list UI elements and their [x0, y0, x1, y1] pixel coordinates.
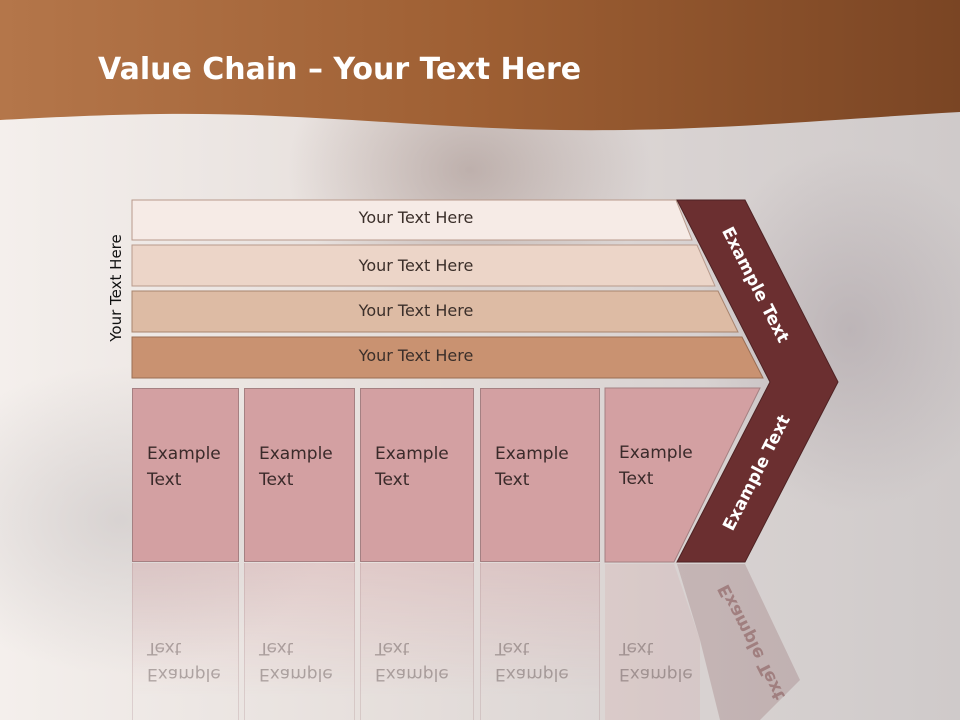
card-3-line2: Text [375, 470, 410, 490]
band-4 [131, 336, 764, 379]
card-1-ref-line2: Text [147, 638, 182, 658]
card-3-reflection-text: Example Text [375, 635, 449, 687]
card-2-ref-line2: Text [259, 638, 294, 658]
title-bold: Value Chain [98, 52, 298, 87]
chevron-reflection [677, 564, 800, 720]
band-2-label: Your Text Here [358, 256, 474, 275]
card-4-reflection: Example Text [480, 563, 600, 720]
card-2-ref-line1: Example [259, 664, 333, 684]
card-3-ref-line2: Text [375, 638, 410, 658]
card-5-reflection [605, 564, 700, 720]
page-title: Value Chain – Your Text Here [98, 52, 581, 87]
band-4-label: Your Text Here [358, 346, 474, 365]
card-5-line1: Example [619, 443, 693, 463]
card-2-line1: Example [259, 444, 333, 464]
card-5-ref-line1: Example [619, 664, 693, 684]
card-2-reflection: Example Text [244, 563, 355, 720]
card-1-reflection: Example Text [132, 563, 239, 720]
card-1-ref-line1: Example [147, 664, 221, 684]
title-rest: – Your Text Here [297, 52, 582, 87]
card-4-line2: Text [495, 470, 530, 490]
card-5-shape [604, 387, 761, 563]
card-5-reflection-text-box: Example Text [605, 563, 705, 720]
card-3-ref-line1: Example [375, 664, 449, 684]
card-3-line1: Example [375, 444, 449, 464]
card-5-reflection-text: Example Text [619, 635, 693, 687]
card-1-line2: Text [147, 470, 182, 490]
card-2-line2: Text [259, 470, 294, 490]
band-1-label: Your Text Here [358, 208, 474, 227]
header-banner [0, 0, 960, 131]
card-1-reflection-text: Example Text [147, 635, 221, 687]
card-1-line1: Example [147, 444, 221, 464]
card-3-reflection: Example Text [360, 563, 474, 720]
band-3-label: Your Text Here [358, 301, 474, 320]
card-5-line2: Text [619, 469, 654, 489]
card-4-reflection-text: Example Text [495, 635, 569, 687]
card-5-ref-line2: Text [619, 638, 654, 658]
card-2-reflection-text: Example Text [259, 635, 333, 687]
card-4-ref-line1: Example [495, 664, 569, 684]
band-3 [131, 290, 739, 333]
band-1 [131, 199, 693, 241]
band-2 [131, 244, 716, 287]
chevron-shape [676, 199, 839, 563]
card-4-line1: Example [495, 444, 569, 464]
card-4-ref-line2: Text [495, 638, 530, 658]
